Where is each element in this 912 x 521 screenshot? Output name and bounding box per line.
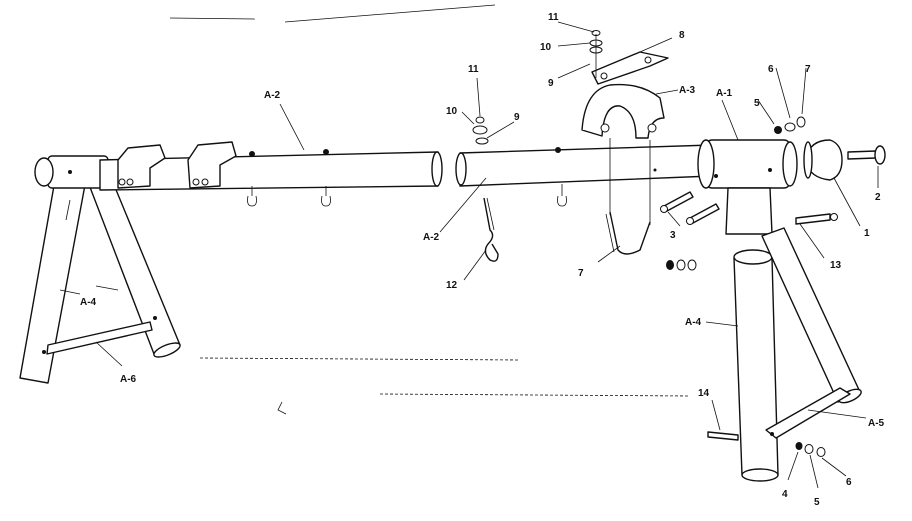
label-2: 2 <box>875 192 881 203</box>
bolts-3 <box>660 191 720 225</box>
right-top-tube-a2 <box>455 144 713 207</box>
label-7-top: 7 <box>805 64 811 75</box>
left-hooks <box>247 149 331 207</box>
label-13: 13 <box>830 260 842 271</box>
u-bolt-7 <box>605 211 651 255</box>
scan-artifacts <box>169 4 691 415</box>
label-5-bottom: 5 <box>814 497 820 508</box>
s-hook-12 <box>483 197 499 262</box>
main-tee-fitting-a1 <box>697 139 798 235</box>
right-brace-a5 <box>765 387 851 439</box>
mid-hardware-stack <box>472 116 489 145</box>
label-1: 1 <box>864 228 870 239</box>
top-hardware-stack <box>589 30 603 78</box>
bolt-2 <box>847 145 886 165</box>
label-3: 3 <box>670 230 676 241</box>
label-10-top: 10 <box>540 42 552 53</box>
left-brace-a6 <box>46 321 153 355</box>
left-clamps <box>117 141 237 189</box>
upper-hardware-567 <box>774 116 806 134</box>
label-9-top: 9 <box>548 78 554 89</box>
label-11-top: 11 <box>548 12 559 23</box>
right-leg-a4-front <box>733 249 779 482</box>
right-leg-a4-rear <box>761 227 862 404</box>
bolt-13 <box>795 213 838 225</box>
label-a4-right: A-4 <box>685 317 702 328</box>
pin-14 <box>707 431 739 441</box>
end-cap-1 <box>803 139 843 181</box>
label-14: 14 <box>698 388 710 399</box>
label-4: 4 <box>782 489 788 500</box>
label-a3: A-3 <box>679 85 696 96</box>
label-6-top: 6 <box>768 64 774 75</box>
nuts-row <box>666 259 697 271</box>
label-6-bottom: 6 <box>846 477 852 488</box>
label-a2-right: A-2 <box>423 232 440 243</box>
label-a2-left: A-2 <box>264 90 281 101</box>
top-plate-8 <box>591 51 669 85</box>
label-5-top: 5 <box>754 98 760 109</box>
label-a1: A-1 <box>716 88 733 99</box>
label-a4-left: A-4 <box>80 297 97 308</box>
leader-lines <box>59 21 879 489</box>
label-10-mid: 10 <box>446 106 458 117</box>
label-9-mid: 9 <box>514 112 520 123</box>
label-a6-left: A-6 <box>120 374 137 385</box>
callout-labels: A-2 A-2 A-3 A-1 A-4 A-4 A-6 A-5 1 2 3 4 … <box>80 12 885 508</box>
label-a5-right: A-5 <box>868 418 885 429</box>
label-7-low: 7 <box>578 268 584 279</box>
label-11-mid: 11 <box>468 64 479 75</box>
label-12: 12 <box>446 280 458 291</box>
left-tee-fitting <box>34 155 109 189</box>
label-8: 8 <box>679 30 685 41</box>
lower-hardware-456 <box>795 442 826 457</box>
swing-hanger-a3 <box>581 83 665 225</box>
